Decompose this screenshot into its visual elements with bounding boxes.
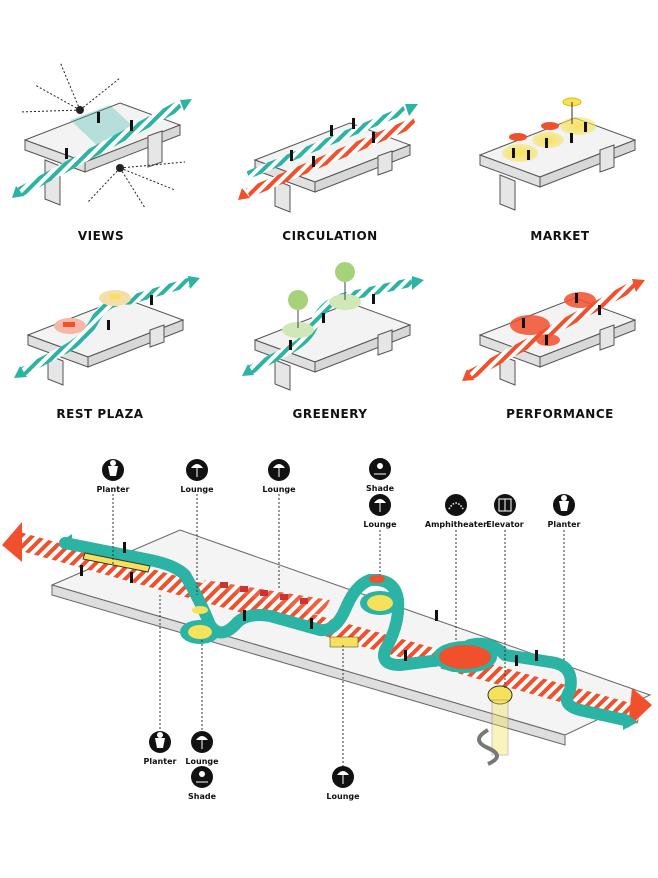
callout-label: Shade [366,484,395,493]
arrow-head-icon [632,279,645,292]
callout-planter-1: Planter [97,459,130,494]
callout-lounge-1: Lounge [180,459,214,494]
arrow-head-icon [2,522,22,562]
stage-zone [510,315,550,335]
route-arrow [246,117,417,198]
sightlines [19,61,186,209]
arrow-head-icon [238,188,250,200]
arrow-head-icon [628,688,652,728]
market-zone [560,117,596,135]
callout-label: Lounge [262,485,296,494]
main-bridge-diagram [2,522,652,766]
lounge-node-fill [188,625,212,639]
planter-bar [82,552,151,573]
route-arrow [246,106,407,179]
callout-shade-1: Shade [366,458,395,493]
callout-label: Lounge [326,792,360,801]
arrow-head-icon [462,369,474,381]
callout-planter-2: Planter [548,494,581,529]
callout-leaders [112,494,565,770]
callout-label: Lounge [185,757,219,766]
stage-zone [564,292,596,308]
people-figures [107,295,153,330]
eye-icon [116,164,124,172]
shade-umbrella-icon [369,575,385,583]
route-arrow [17,100,183,197]
arrow-head-icon [242,364,254,376]
panel-greenery: GREENERY [242,262,424,421]
eye-icon [76,106,84,114]
arrow-head-icon [180,99,192,111]
panel-circulation: CIRCULATION [238,104,418,243]
elevator-shaft [491,699,509,756]
bridge-edge [51,584,566,746]
bridge-slab [253,302,412,391]
callout-label: Elevator [486,520,524,529]
arrow-head-icon [12,186,24,198]
panel-performance: PERFORMANCE [462,279,645,421]
bridge-slab [23,102,182,206]
spiral-stair [477,728,499,766]
callout-planter-3: Planter [144,731,177,766]
panel-caption: MARKET [530,229,589,243]
callout-label: Amphitheater [425,520,487,529]
route-arrow [467,280,638,380]
people-figures [289,294,375,350]
panel-caption: REST PLAZA [56,407,143,421]
umbrella-icon [541,122,559,130]
callout-label: Planter [144,757,177,766]
market-strip [198,580,330,615]
panel-caption: GREENERY [293,407,368,421]
callout-label: Planter [548,520,581,529]
callout-label: Lounge [180,485,214,494]
callout-shade-2: Shade [188,766,217,801]
tree-icon [288,290,308,310]
amphitheater-stage [439,645,491,669]
lounge-node-fill [367,595,393,611]
callout-lounge-2: Lounge [262,459,296,494]
people-figures [512,122,587,160]
panel-views: VIEWS [12,61,192,243]
panel-market: MARKET [478,97,637,243]
people-figures [65,112,133,159]
panel-caption: PERFORMANCE [506,407,614,421]
green-zone [282,322,314,338]
people-figures [80,542,538,666]
callout-label: Shade [188,792,217,801]
shade-umbrella-icon [192,606,208,614]
market-stalls [220,582,308,604]
panel-rest-plaza: REST PLAZA [14,276,200,421]
panel-caption: VIEWS [78,229,124,243]
callout-lounge-3: Lounge [363,494,397,529]
arrow-head-icon [405,104,418,116]
callout-label: Lounge [363,520,397,529]
tree-icon [335,262,355,282]
callout-label: Planter [97,485,130,494]
bridge-slab [478,117,637,211]
lounge-bench [329,636,359,648]
callout-amphitheater: Amphitheater [425,494,487,529]
callout-elevator: Elevator [486,494,524,529]
umbrella-icon [509,133,527,141]
arrow-head-icon [14,366,27,378]
elevator-core [487,685,513,705]
panel-caption: CIRCULATION [282,229,377,243]
arrow-head-icon [188,276,200,289]
arrow-head-icon [412,276,424,290]
arrow-head-icon [60,534,72,551]
people-figures [522,293,601,345]
people-figures [290,118,375,167]
arrow-head-icon [623,712,638,730]
green-zone [329,294,361,310]
callout-lounge-4: Lounge [185,731,219,766]
callout-lounge-5: Lounge [326,766,360,801]
market-zone [502,144,538,162]
amphitheater-icon [445,494,467,516]
